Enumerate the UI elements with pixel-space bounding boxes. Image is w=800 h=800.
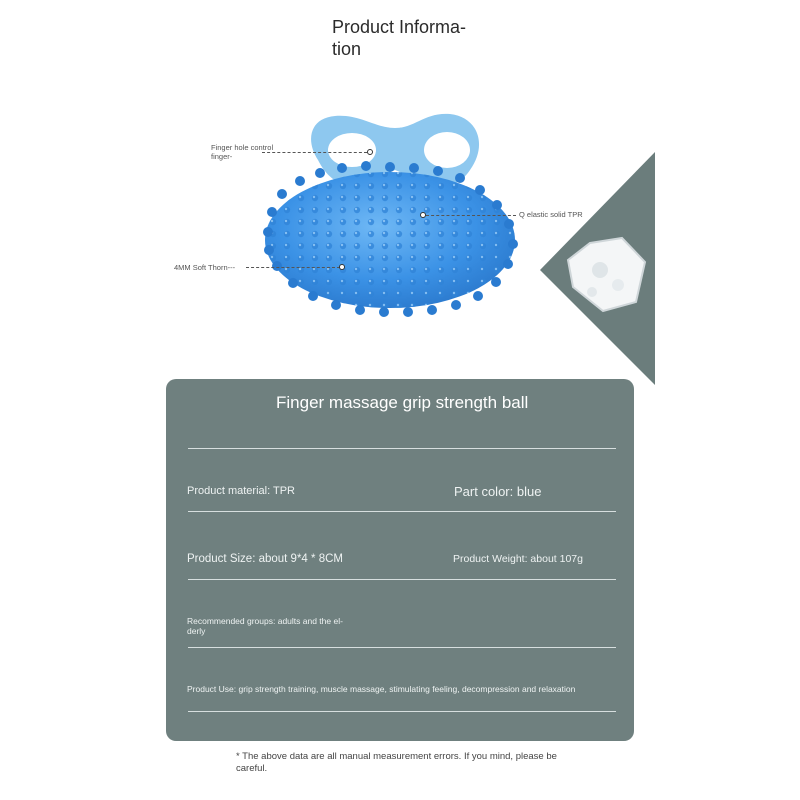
divider <box>188 579 616 580</box>
footnote: * The above data are all manual measurem… <box>236 751 557 774</box>
spec-weight: Product Weight: about 107g <box>453 553 583 565</box>
divider <box>188 511 616 512</box>
finger-hole-callout-line <box>262 152 367 153</box>
material-callout: Q elastic solid TPR <box>519 210 583 219</box>
spec-material: Product material: TPR <box>187 485 296 497</box>
spec-color: Part color: blue <box>454 484 542 499</box>
spec-size: Product Size: about 9*4 * 8CM <box>187 553 343 565</box>
material-callout-line <box>426 215 516 216</box>
spec-use: Product Use: grip strength training, mus… <box>187 684 576 694</box>
spec-card: Finger massage grip strength ball Produc… <box>166 379 634 741</box>
product-figure: Finger hole control finger- Q elastic so… <box>0 100 800 400</box>
page-title: Product Informa- tion <box>332 17 467 59</box>
thorn-callout: 4MM Soft Thorn--- <box>174 263 236 272</box>
spec-groups: Recommended groups: adults and the el- d… <box>187 616 343 636</box>
card-title: Finger massage grip strength ball <box>276 393 529 412</box>
divider <box>188 711 616 712</box>
divider <box>188 448 616 449</box>
thorn-callout-line <box>246 267 340 268</box>
thorn-dot <box>339 264 345 270</box>
grip-ball-image <box>263 113 655 385</box>
finger-hole-callout: Finger hole control finger- <box>211 143 274 161</box>
divider <box>188 647 616 648</box>
material-dot <box>420 212 426 218</box>
finger-hole-dot <box>367 149 373 155</box>
